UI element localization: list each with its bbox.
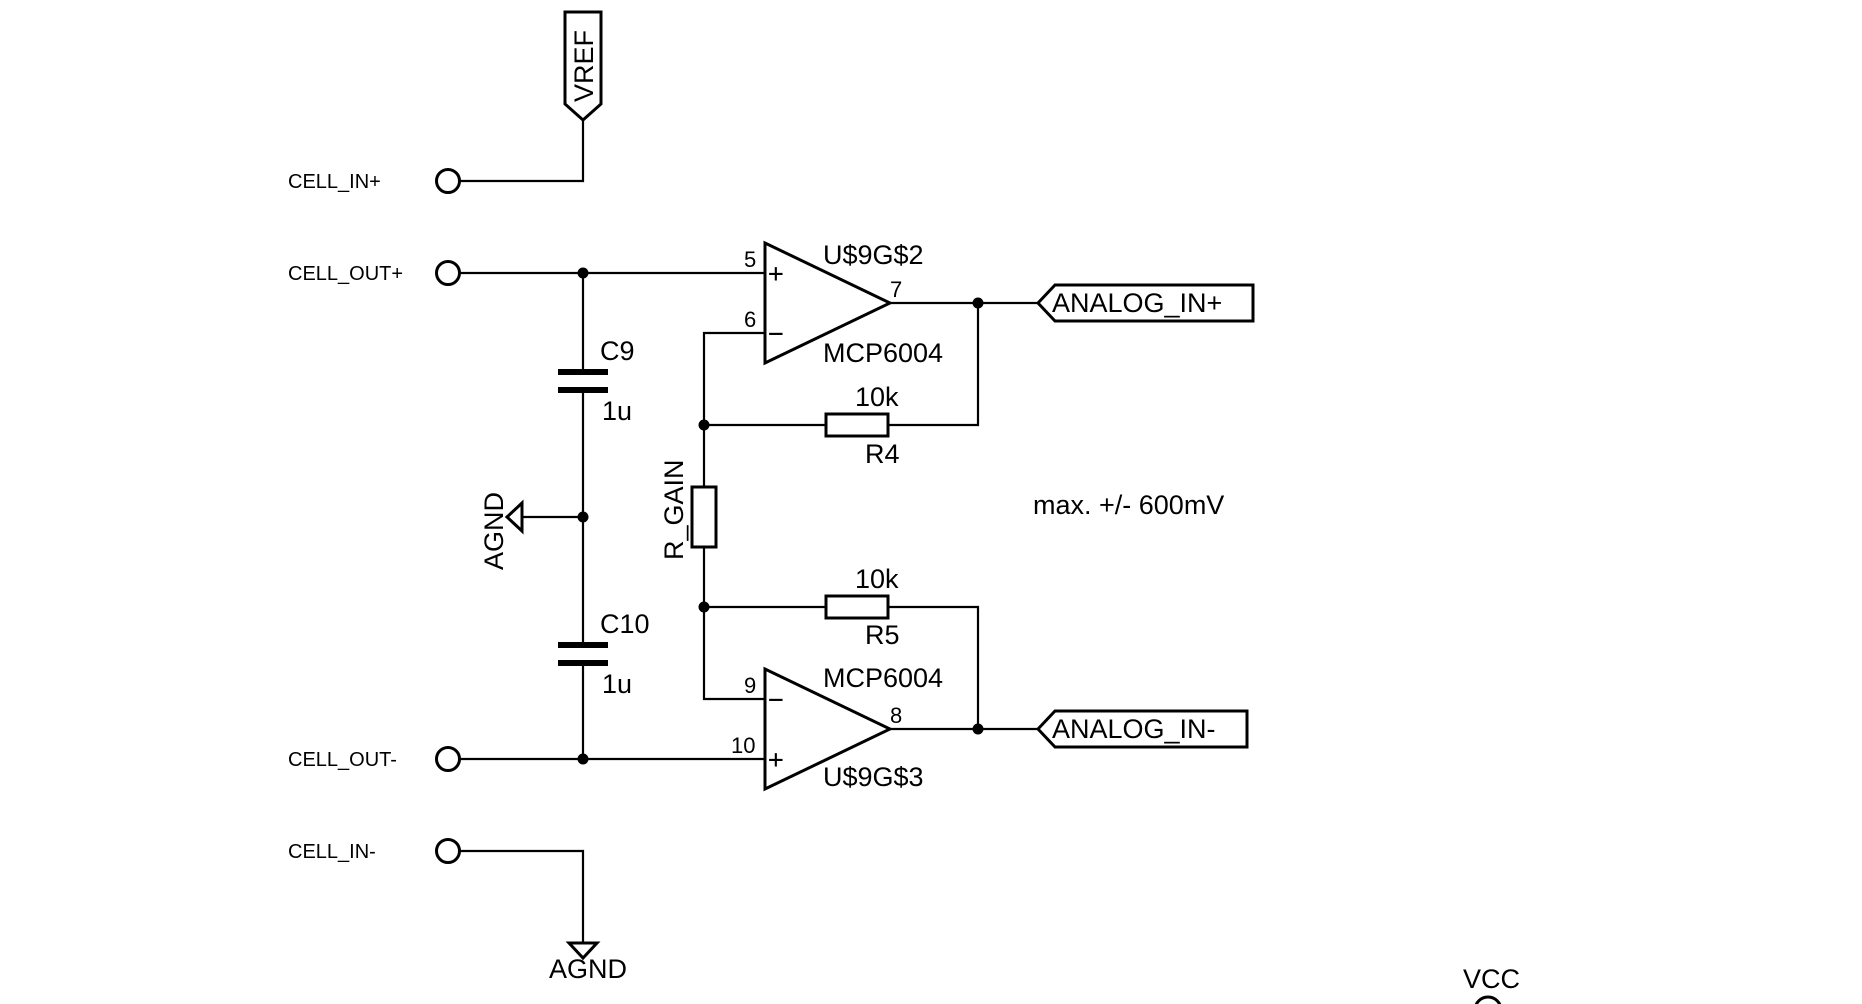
opamp-ref: U$9G$2: [823, 240, 924, 270]
pin-number: 7: [890, 277, 902, 302]
opamp-ref: U$9G$3: [823, 762, 924, 792]
net-label-analog-in-plus: ANALOG_IN+: [1035, 283, 1255, 323]
ground-agnd-bottom: AGND: [549, 941, 627, 984]
ground-triangle: [565, 941, 601, 961]
connector-pad[interactable]: [435, 746, 461, 772]
net-label-analog-in-minus: ANALOG_IN-: [1035, 709, 1249, 749]
ground-label: AGND: [479, 492, 509, 570]
supply-label: VCC: [1463, 964, 1520, 994]
ground-triangle: [504, 499, 524, 535]
connector-label: CELL_IN-: [288, 841, 376, 863]
resistor-body: [824, 412, 890, 438]
wire-cell-in-minus: [452, 849, 585, 943]
pin-number: 9: [744, 673, 756, 698]
connector-pad[interactable]: [435, 260, 461, 286]
opamp-minus-sign: −: [768, 319, 784, 349]
junctions: [577, 267, 984, 765]
resistor-value: 10k: [855, 564, 899, 594]
ground-label: AGND: [549, 954, 627, 984]
opamp-upper: + − 5 6 7 U$9G$2 MCP6004: [744, 240, 943, 368]
connector-label: CELL_OUT-: [288, 749, 397, 771]
opamp-part: MCP6004: [823, 338, 943, 368]
connector-cell-out-plus[interactable]: CELL_OUT+: [288, 260, 461, 286]
wire-r4-right: [888, 303, 980, 427]
connector-cell-out-minus[interactable]: CELL_OUT-: [288, 746, 461, 772]
junction-dot: [972, 723, 984, 735]
wires: [452, 120, 1038, 943]
junction-dot: [698, 419, 710, 431]
opamp-minus-sign: −: [768, 685, 784, 715]
wire-cell-in-plus-vref: [452, 120, 585, 183]
opamp-plus-sign: +: [768, 745, 784, 775]
resistor-r-gain: R_GAIN: [659, 459, 718, 560]
net-flag-shape: [1035, 283, 1255, 323]
resistor-body: [690, 485, 718, 549]
connector-pad[interactable]: [435, 838, 461, 864]
junction-dot: [577, 267, 589, 279]
opamp-lower: − + 9 10 8 MCP6004 U$9G$3: [731, 663, 943, 792]
resistor-name: R4: [865, 439, 900, 469]
pin-number: 10: [731, 733, 755, 758]
vref-label: VREF: [569, 30, 599, 102]
net-label-text: ANALOG_IN-: [1052, 714, 1216, 744]
wire-r5-right: [888, 605, 980, 729]
wire-upper-minus: [702, 331, 765, 425]
capacitor-c9: C9 1u: [558, 336, 635, 426]
resistor-r5: 10k R5: [824, 564, 900, 650]
supply-vcc: VCC: [1463, 964, 1520, 1004]
capacitor-value: 1u: [602, 669, 632, 699]
vref-flag-shape: [563, 10, 603, 123]
supply-pad: [1474, 995, 1502, 1004]
capacitor-value: 1u: [602, 396, 632, 426]
junction-dot: [577, 511, 589, 523]
connector-cell-in-plus[interactable]: CELL_IN+: [288, 168, 461, 194]
capacitor-name: C9: [600, 336, 635, 366]
net-label-vref: VREF: [563, 10, 603, 123]
connector-cell-in-minus[interactable]: CELL_IN-: [288, 838, 461, 864]
connector-label: CELL_IN+: [288, 171, 381, 193]
voltage-note: max. +/- 600mV: [1033, 490, 1224, 520]
wire-rgain-bottom: [702, 547, 765, 701]
resistor-r4: 10k R4: [824, 382, 900, 469]
resistor-body: [824, 594, 890, 620]
connector-pad[interactable]: [435, 168, 461, 194]
junction-dot: [577, 753, 589, 765]
net-label-text: ANALOG_IN+: [1052, 288, 1222, 318]
resistor-value: 10k: [855, 382, 899, 412]
opamp-part: MCP6004: [823, 663, 943, 693]
resistor-name: R5: [865, 620, 900, 650]
pin-number: 8: [890, 703, 902, 728]
capacitor-name: C10: [600, 609, 650, 639]
net-flag-shape: [1035, 709, 1249, 749]
opamp-triangle: [763, 666, 894, 792]
pin-number: 5: [744, 247, 756, 272]
junction-dot: [698, 601, 710, 613]
resistor-name: R_GAIN: [659, 459, 689, 560]
ground-agnd-mid: AGND: [479, 492, 524, 570]
opamp-plus-sign: +: [768, 259, 784, 289]
connector-label: CELL_OUT+: [288, 263, 403, 285]
pin-number: 6: [744, 307, 756, 332]
junction-dot: [972, 297, 984, 309]
capacitor-c10: C10 1u: [558, 609, 650, 699]
opamp-triangle: [763, 240, 894, 366]
